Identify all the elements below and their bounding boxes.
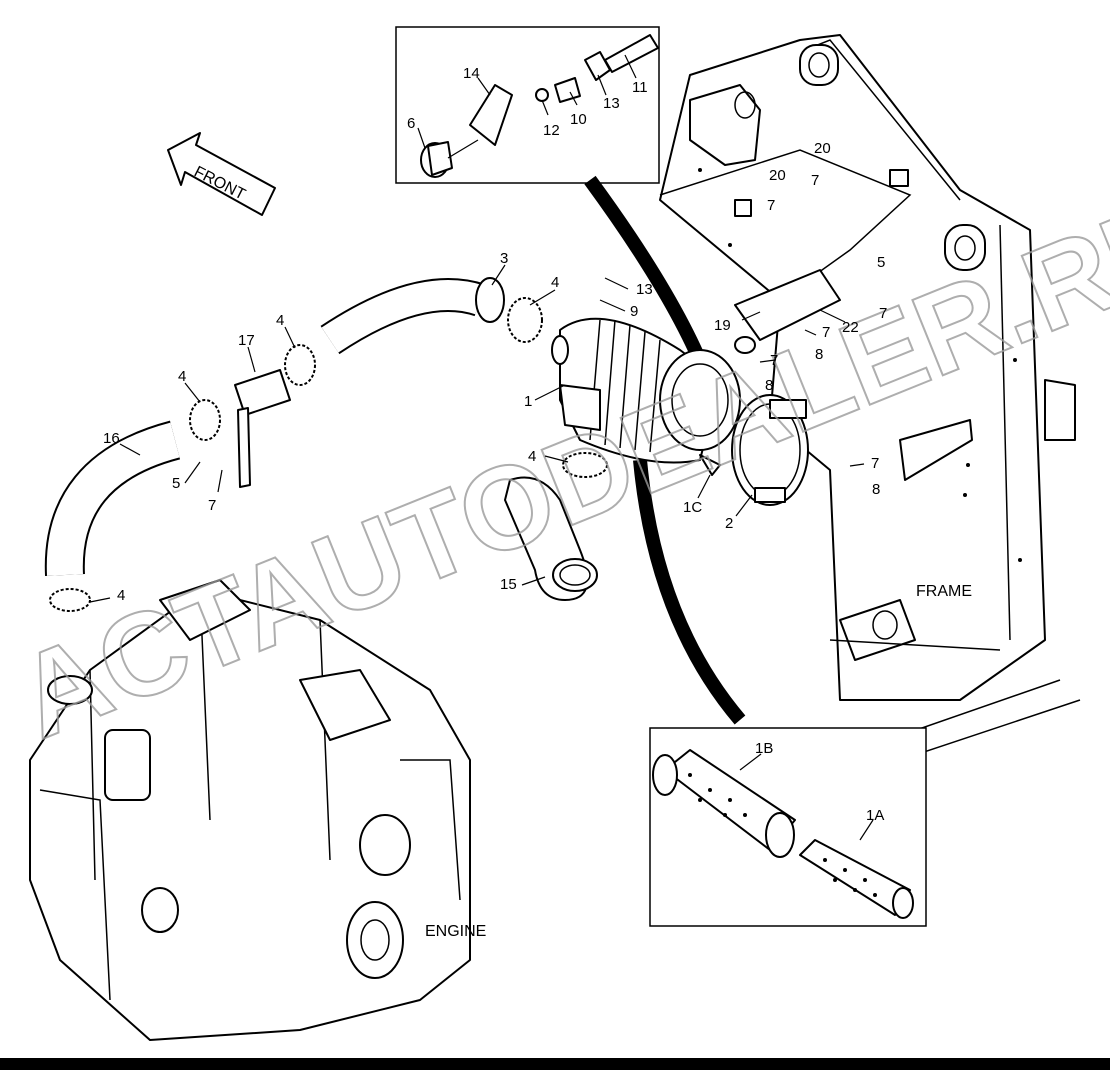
callout-leaders bbox=[89, 54, 874, 841]
callout-8-band: 8 bbox=[872, 481, 880, 498]
callout-2: 2 bbox=[725, 515, 733, 532]
callout-8-mid: 8 bbox=[815, 346, 823, 363]
elbow-15 bbox=[504, 476, 598, 601]
callout-7-upper: 7 bbox=[811, 172, 819, 189]
bracket-19 bbox=[734, 269, 841, 354]
callout-22: 22 bbox=[842, 319, 859, 336]
bottom-border-bar bbox=[0, 1058, 1110, 1070]
callout-4-left: 4 bbox=[178, 368, 186, 385]
air-cleaner-1 bbox=[551, 317, 741, 476]
engine-label: ENGINE bbox=[425, 923, 486, 940]
hose-clamps bbox=[49, 297, 608, 612]
callout-4-elbow: 4 bbox=[528, 448, 536, 465]
front-direction-arrow bbox=[167, 132, 276, 216]
callout-15: 15 bbox=[500, 576, 517, 593]
callout-20-lower: 20 bbox=[769, 167, 786, 184]
callout-7-low: 7 bbox=[770, 352, 778, 369]
callout-1b: 1B bbox=[755, 740, 773, 757]
hose-3 bbox=[320, 277, 505, 355]
callout-8-low: 8 bbox=[765, 377, 773, 394]
callout-13-detail: 13 bbox=[603, 95, 620, 112]
callout-4-upper: 4 bbox=[551, 274, 559, 291]
hose-16 bbox=[44, 420, 181, 576]
callout-7-band: 7 bbox=[871, 455, 879, 472]
callout-20-upper: 20 bbox=[814, 140, 831, 157]
callout-5-right: 5 bbox=[877, 254, 885, 271]
callout-19: 19 bbox=[714, 317, 731, 334]
callout-16: 16 bbox=[103, 430, 120, 447]
callout-3: 3 bbox=[500, 250, 508, 267]
callout-17: 17 bbox=[238, 332, 255, 349]
callout-1a: 1A bbox=[866, 807, 884, 824]
callout-7-mid: 7 bbox=[822, 324, 830, 341]
mounting-band-2 bbox=[731, 394, 809, 506]
detail-box-top bbox=[395, 26, 660, 184]
callout-12: 12 bbox=[543, 122, 560, 139]
detail-leader-bottom bbox=[633, 459, 746, 725]
callout-13-main: 13 bbox=[636, 281, 653, 298]
callout-9: 9 bbox=[630, 303, 638, 320]
callout-7-right: 7 bbox=[879, 305, 887, 322]
callout-4-engine: 4 bbox=[117, 587, 125, 604]
callout-1c: 1C bbox=[683, 499, 702, 516]
callout-numbers: 14 6 12 10 13 11 20 20 7 7 3 4 13 9 5 19… bbox=[103, 65, 887, 824]
frame-assembly bbox=[659, 34, 1081, 781]
engine-assembly bbox=[29, 579, 471, 1041]
callout-5-left: 5 bbox=[172, 475, 180, 492]
callout-6: 6 bbox=[407, 115, 415, 132]
callout-10: 10 bbox=[570, 111, 587, 128]
callout-4-mid: 4 bbox=[276, 312, 284, 329]
detail-box-bottom bbox=[649, 727, 927, 927]
frame-label: FRAME bbox=[916, 583, 972, 600]
callout-11: 11 bbox=[632, 79, 648, 96]
callout-14: 14 bbox=[463, 65, 480, 82]
callout-7-left: 7 bbox=[767, 197, 775, 214]
callout-7-left-low: 7 bbox=[208, 497, 216, 514]
callout-1: 1 bbox=[524, 393, 532, 410]
tube-17 bbox=[234, 369, 291, 488]
